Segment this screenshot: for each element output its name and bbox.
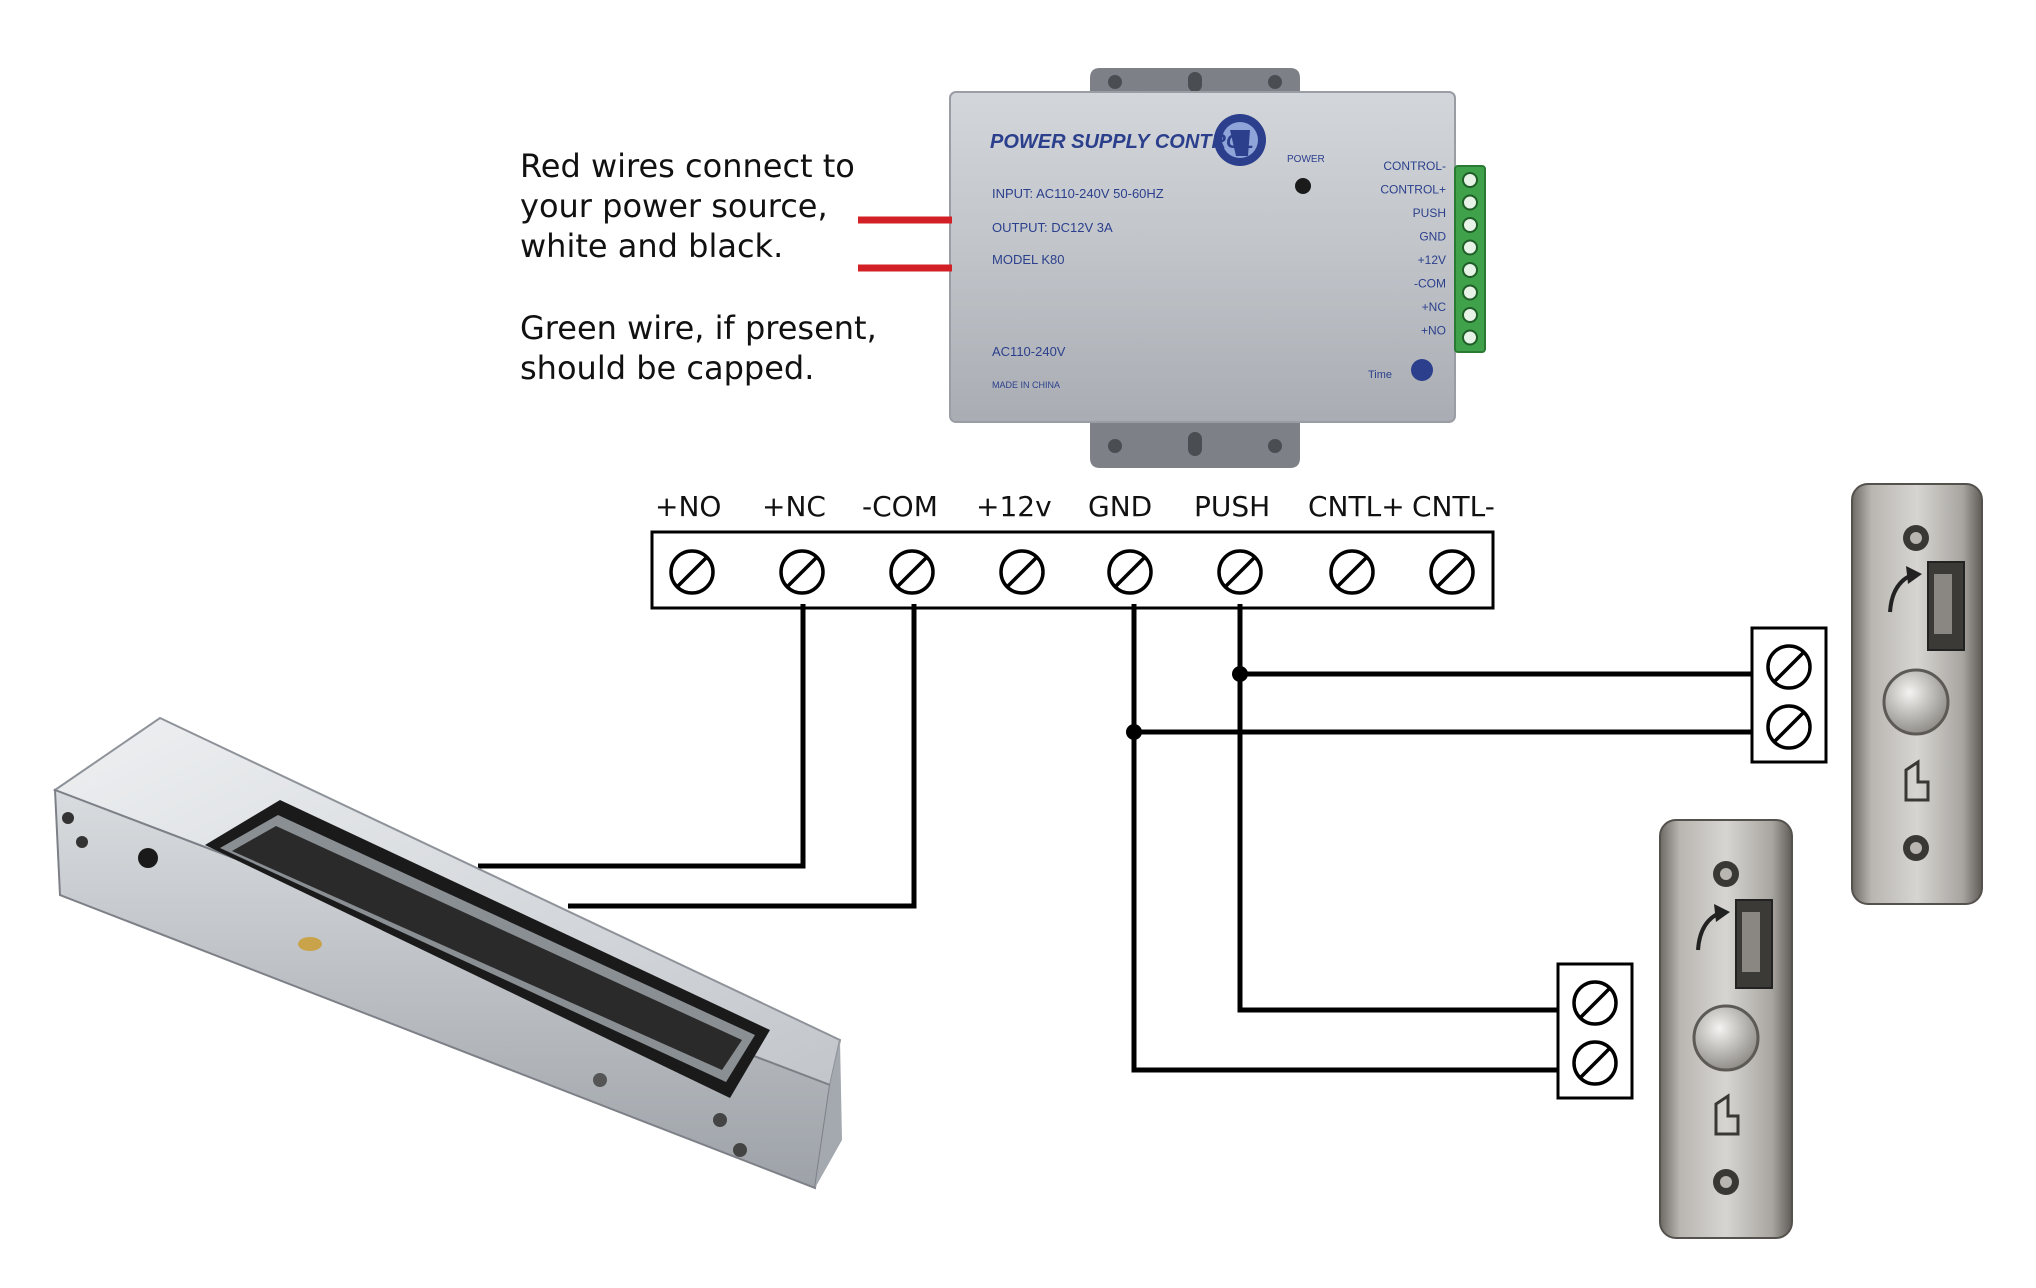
- psu-side-label: +NC: [1422, 300, 1447, 314]
- psu-side-label: PUSH: [1413, 206, 1446, 220]
- terminal-screw-7-icon: [1329, 549, 1375, 595]
- button-1-screw-1-icon: [1766, 644, 1812, 690]
- terminal-label-push: PUSH: [1194, 490, 1270, 523]
- wire-nc-to-lock: [478, 604, 806, 869]
- psu-side-label: CONTROL+: [1380, 183, 1446, 197]
- terminal-label-12v: +12v: [976, 490, 1052, 523]
- red-wires-instruction: Red wires connect to your power source, …: [520, 147, 855, 265]
- time-dial-icon: [1411, 359, 1433, 381]
- psu-side-label: +12V: [1418, 253, 1446, 267]
- psu-time-label: Time: [1368, 369, 1392, 381]
- psu-side-label: GND: [1419, 230, 1446, 244]
- wire-gnd-bus: [1131, 604, 1558, 1073]
- terminal-screw-6-icon: [1217, 549, 1263, 595]
- psu-title: POWER SUPPLY CONTROL: [990, 131, 1254, 153]
- junction-gnd: [1126, 724, 1142, 740]
- button-2-screw-2-icon: [1572, 1040, 1618, 1086]
- terminal-screw-2-icon: [779, 549, 825, 595]
- psu-terminal-screw-icon: [1462, 284, 1478, 301]
- terminal-block: +NO +NC -COM +12v GND PUSH CNTL+ CNTL-: [650, 490, 1495, 610]
- psu-terminal-screw-icon: [1462, 194, 1478, 211]
- terminal-label-nc: +NC: [762, 490, 826, 523]
- psu-terminal-screw-icon: [1462, 329, 1478, 346]
- wire-push-bus: [1237, 604, 1558, 1013]
- wire-com-to-lock: [568, 604, 917, 909]
- button-2-terminal: [1556, 962, 1634, 1100]
- exit-button-1-icon: [1851, 483, 1983, 905]
- psu-side-label: +NO: [1421, 324, 1446, 338]
- psu-terminal-screw-icon: [1462, 307, 1478, 323]
- psu-made-in: MADE IN CHINA: [992, 380, 1060, 390]
- junction-push: [1232, 666, 1248, 682]
- psu-terminal-screw-icon: [1462, 239, 1478, 256]
- psu-side-label: -COM: [1414, 277, 1446, 291]
- terminal-screw-5-icon: [1107, 549, 1153, 595]
- wiring: [478, 604, 1752, 1073]
- terminal-label-cntl-plus: CNTL+: [1308, 490, 1405, 523]
- terminal-screws: [669, 549, 1475, 595]
- psu-ac-rating: AC110-240V: [992, 344, 1066, 359]
- power-supply-unit: POWER SUPPLY CONTROL INPUT: AC110-240V 5…: [949, 68, 1486, 468]
- psu-output-rating: OUTPUT: DC12V 3A: [992, 220, 1113, 235]
- terminal-screw-8-icon: [1429, 549, 1475, 595]
- psu-terminal-screw-icon: [1462, 217, 1478, 233]
- terminal-label-gnd: GND: [1088, 490, 1152, 523]
- button-2-screw-1-icon: [1572, 980, 1618, 1026]
- terminal-label-no: +NO: [655, 490, 721, 523]
- electromagnetic-lock-icon: [52, 716, 842, 1190]
- terminal-label-cntl-minus: CNTL-: [1412, 490, 1495, 523]
- psu-side-label: CONTROL-: [1383, 159, 1446, 173]
- psu-terminal-strip: [1454, 165, 1486, 353]
- terminal-screw-1-icon: [669, 549, 715, 595]
- psu-power-label: POWER: [1287, 154, 1325, 165]
- terminal-screw-3-icon: [889, 549, 935, 595]
- terminal-screw-4-icon: [999, 549, 1045, 595]
- terminal-labels: +NO +NC -COM +12v GND PUSH CNTL+ CNTL-: [655, 490, 1495, 523]
- psu-model: MODEL K80: [992, 252, 1065, 267]
- button-1-screw-2-icon: [1766, 704, 1812, 750]
- psu-terminal-screw-icon: [1462, 172, 1478, 188]
- button-1-terminal: [1750, 626, 1828, 764]
- power-led-icon: [1295, 178, 1311, 194]
- psu-logo-icon: [1214, 114, 1266, 166]
- exit-button-2-icon: [1659, 819, 1793, 1239]
- psu-side-labels: CONTROL- CONTROL+ PUSH GND +12V -COM +NC +NO: [1380, 159, 1446, 338]
- psu-input-rating: INPUT: AC110-240V 50-60HZ: [992, 186, 1164, 201]
- green-wire-instruction: Green wire, if present, should be capped…: [520, 309, 877, 387]
- psu-terminal-screw-icon: [1462, 262, 1478, 278]
- terminal-label-com: -COM: [862, 490, 938, 523]
